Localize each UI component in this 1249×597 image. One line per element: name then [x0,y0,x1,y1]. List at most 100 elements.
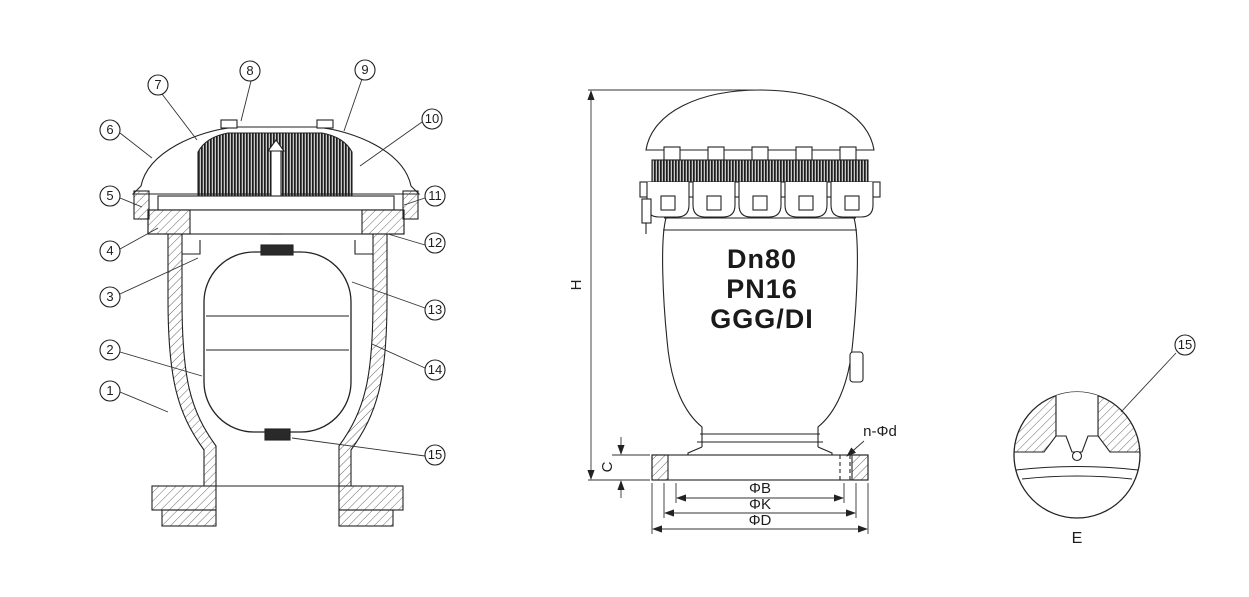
leader-6 [119,132,153,159]
seat-step-left [182,240,201,255]
front-flange-section-right [851,454,869,481]
cover-bolt-left [133,190,150,220]
front-bolt-1 [663,146,681,161]
callout-14: 14 [424,359,446,381]
front-body-left [662,217,703,447]
sectional-view [131,119,421,527]
detail-float-surface-2 [1021,475,1133,480]
bottom-flange-right [338,485,404,511]
dim-label-k: ΦK [749,496,771,513]
sectional-leader-lines [119,78,426,457]
cover-section-right [361,209,405,235]
front-flange [651,454,869,481]
front-lobe-3 [738,182,782,218]
leader-15 [291,437,426,457]
front-dome [645,89,875,151]
spec-line-dn: Dn80 [727,244,797,274]
detail-orifice [1071,450,1083,462]
float-body [203,251,352,433]
callout-12-label: 12 [428,235,442,250]
bottom-foot-right [338,509,394,527]
callout-2-label: 2 [106,342,113,357]
leader-11 [403,197,426,206]
front-screen-band [651,159,869,183]
callout-13: 13 [424,299,446,321]
leader-9 [343,78,363,132]
leader-13 [351,281,426,309]
callout-4-label: 4 [106,243,113,258]
detail-hatch-left [1014,392,1057,453]
detail-view-label-e: E [1072,530,1083,547]
front-spec-text: Dn80 PN16 GGG/DI [710,244,814,334]
detail-float-surface-1 [1015,465,1139,471]
dim-label-h: H [568,280,585,291]
cowl-vent-slot-left [220,119,238,129]
spec-line-material: GGG/DI [710,304,814,334]
detail-callout-15: 15 [1174,334,1196,356]
callout-10-label: 10 [425,111,439,126]
callout-10: 10 [421,108,443,130]
front-lobe-slot-4 [798,195,814,211]
leader-5 [119,197,143,208]
bottom-foot-left [161,509,217,527]
float-bottom-guide [264,428,291,441]
callout-4: 4 [99,240,121,262]
body-wall-left [167,233,217,487]
callout-3: 3 [99,286,121,308]
front-side-boss [849,351,864,383]
front-lobe-1 [646,182,690,218]
callout-12: 12 [424,232,446,254]
float-top-guide [260,244,294,256]
front-lobe-4 [784,182,828,218]
front-view [639,89,881,481]
front-neck-flare-left [687,446,703,455]
detail-leader-15 [1120,352,1177,413]
front-lobe-slot-5 [844,195,860,211]
detail-hatch-right [1097,392,1140,453]
sectional-callouts: 7 8 9 6 5 4 3 2 1 10 11 12 13 14 15 [99,59,446,466]
cowl-vent-slot-right [316,119,334,129]
dim-label-d: ΦD [749,512,772,529]
cover-plate-lower [147,209,405,235]
front-flange-section-left [651,454,669,481]
bottom-flange-left [151,485,217,511]
callout-3-label: 3 [106,289,113,304]
dim-label-nd: n-Φd [863,423,897,440]
callout-6: 6 [99,119,121,141]
leader-3 [119,257,199,295]
front-lobe-2 [692,182,736,218]
dim-label-c: C [599,461,616,472]
callout-5: 5 [99,185,121,207]
callout-7: 7 [147,74,169,96]
leader-8 [240,80,252,122]
callout-8-label: 8 [246,63,253,78]
leader-2 [119,351,203,377]
callout-6-label: 6 [106,122,113,137]
body-wall-right [338,233,388,487]
callout-5-label: 5 [106,188,113,203]
front-lobe-slot-1 [660,195,676,211]
front-bolt-4 [795,146,813,161]
callout-15: 15 [424,444,446,466]
front-lobe-slot-2 [706,195,722,211]
callout-14-label: 14 [428,362,442,377]
callout-1-label: 1 [106,383,113,398]
leader-14 [371,343,426,369]
detail-view [1013,352,1177,519]
front-neck-flare-right [817,446,833,455]
cover-bolt-right [402,190,419,220]
front-bolt-3 [751,146,769,161]
front-lobe-slot-3 [752,195,768,211]
spec-line-pn: PN16 [726,274,798,304]
callout-15-label: 15 [428,447,442,462]
front-dimensions [587,89,869,534]
front-body-right [817,217,858,447]
seat-step-right [354,240,373,255]
leader-12 [387,233,426,246]
detail-callout-15-label: 15 [1178,337,1192,352]
front-bolt-5 [839,146,857,161]
front-hook [641,198,652,224]
front-lobe-5 [830,182,874,218]
